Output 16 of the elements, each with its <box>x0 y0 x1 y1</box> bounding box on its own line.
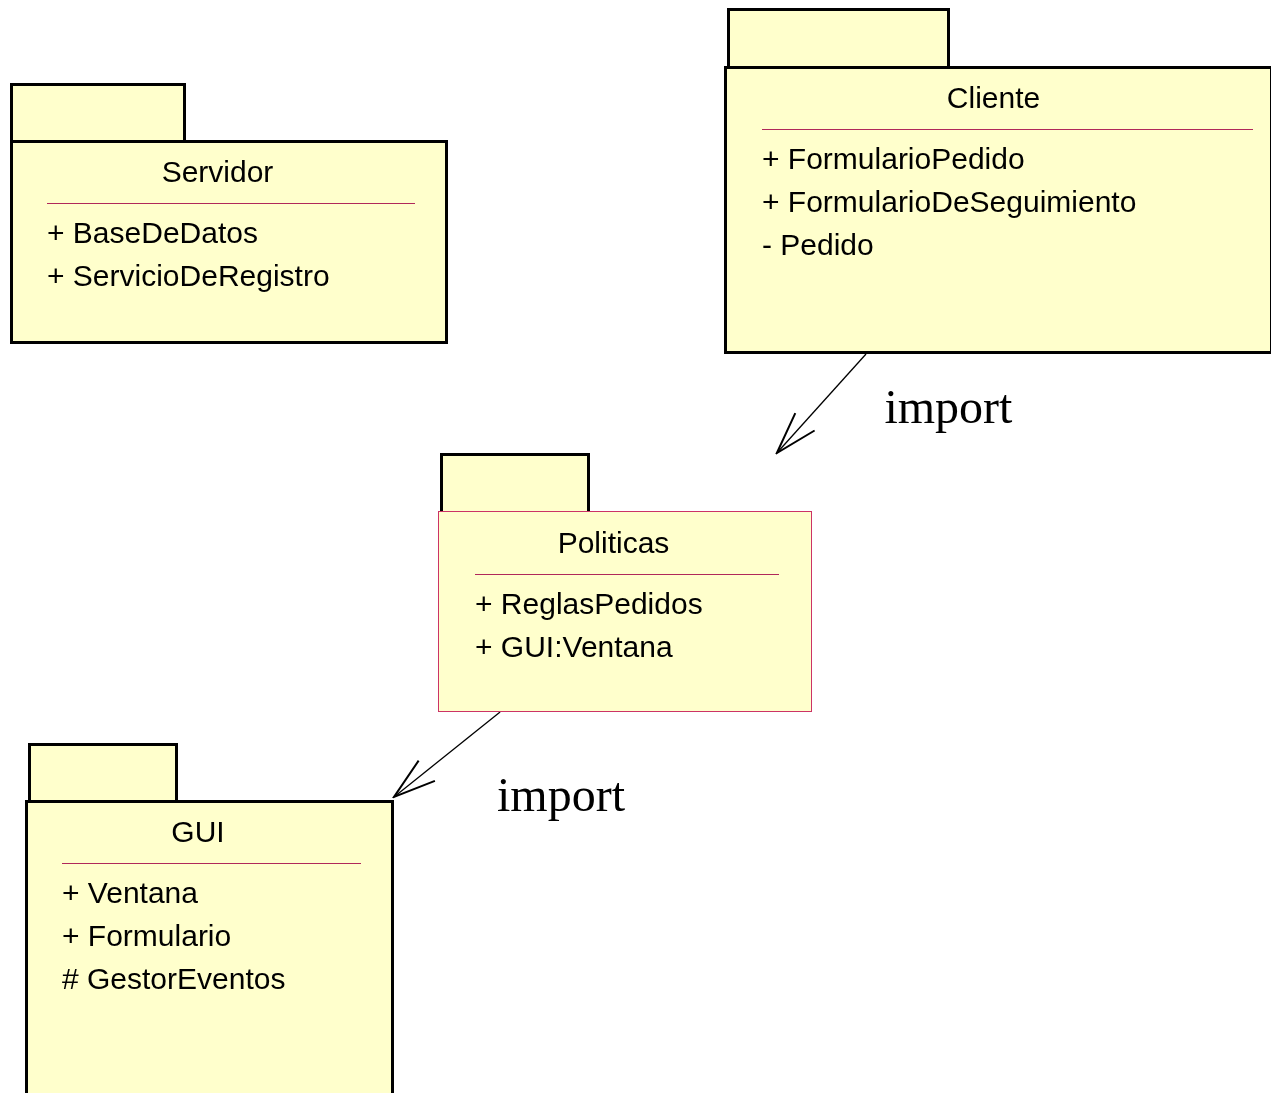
package-element: # GestorEventos <box>62 961 287 997</box>
import-arrow <box>393 711 501 798</box>
import-arrow <box>775 353 867 454</box>
package-element: + FormularioPedido <box>762 141 1026 177</box>
package-element: + Ventana <box>62 875 199 911</box>
package-name: Cliente <box>945 81 1042 115</box>
package-element: + GUI:Ventana <box>475 629 674 665</box>
package-element: + FormularioDeSeguimiento <box>762 184 1138 220</box>
package-name: Servidor <box>160 155 275 189</box>
package-element: + Formulario <box>62 918 233 954</box>
package-element: + ServicioDeRegistro <box>47 258 331 294</box>
package-element: - Pedido <box>762 227 875 263</box>
package-element: + BaseDeDatos <box>47 215 259 251</box>
package-element: + ReglasPedidos <box>475 586 704 622</box>
package-name: GUI <box>170 815 226 849</box>
package-name: Politicas <box>556 526 671 560</box>
